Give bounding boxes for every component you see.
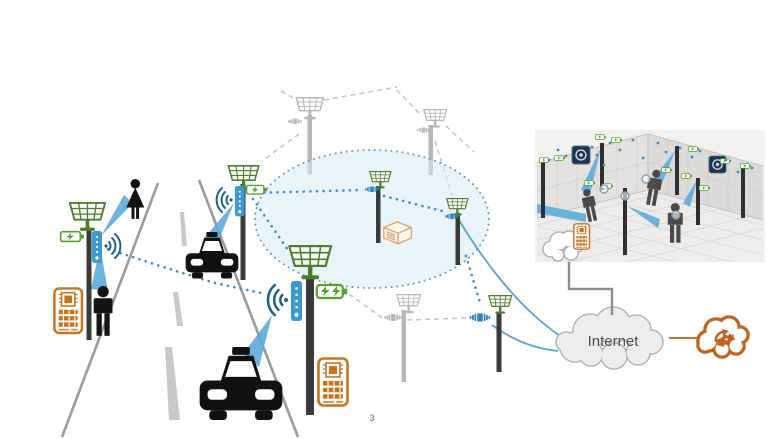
- mesh-pole-east: [445, 197, 469, 265]
- smart-pole-median: [215, 165, 268, 280]
- solar-panel-icon: [488, 295, 513, 315]
- wifi-waves-icon: [103, 233, 122, 259]
- mesh-pole-center: [365, 170, 392, 243]
- faded-antenna-icon: [417, 127, 431, 133]
- faded-solar-panel-icon: [295, 97, 325, 121]
- antenna-node-icon: [469, 313, 491, 322]
- motion-icons: [599, 174, 681, 220]
- wifi-sensor: [92, 231, 102, 263]
- internet-label: Internet: [588, 333, 640, 350]
- faded-antenna-icon: [384, 313, 402, 321]
- battery-icon: [315, 283, 349, 300]
- page-number: 3: [369, 413, 374, 423]
- pedestrian-woman: [126, 179, 145, 219]
- battery-icon: [245, 184, 268, 195]
- faded-antenna-icon: [288, 118, 303, 125]
- taxi-near: [185, 232, 239, 279]
- mesh-pole-south: [469, 295, 513, 372]
- inset-to-internet-link: [567, 259, 614, 315]
- wall-target-icon: [571, 145, 591, 165]
- wifi-sensor: [291, 281, 302, 321]
- faded-pole: [401, 310, 406, 382]
- pole: [306, 278, 314, 415]
- processor-board-icon: [317, 357, 349, 407]
- wifi-waves-icon: [266, 283, 290, 317]
- solar-panel-icon: [68, 201, 107, 232]
- lane-markings: [165, 212, 187, 420]
- faded-solar-panel-icon: [423, 108, 448, 129]
- mesh-links: [106, 188, 483, 308]
- edge-processor-icon: [573, 223, 591, 250]
- battery-icon: [59, 230, 85, 243]
- indoor-inset: [535, 130, 765, 262]
- sync-icon: [714, 329, 732, 347]
- processor-board-icon: [53, 287, 84, 335]
- faded-pole: [307, 115, 312, 174]
- pole: [455, 213, 460, 265]
- smart-pole-left: [53, 201, 122, 340]
- wireless-coverage-ellipse: [254, 149, 490, 289]
- pole: [496, 312, 502, 372]
- internet-cloud: Internet: [555, 306, 664, 370]
- pole: [240, 184, 246, 280]
- wifi-sensor: [235, 186, 245, 217]
- cloud-sync: [696, 315, 750, 359]
- edge-cloud: [542, 223, 591, 262]
- pole: [376, 186, 381, 243]
- smart-pole-roadside: [266, 245, 349, 415]
- faded-pole: [428, 125, 433, 175]
- pole: [86, 230, 92, 340]
- inset-sensor-dots: [547, 138, 754, 174]
- taxi-far: [199, 347, 283, 421]
- faded-solar-panel-icon: [396, 293, 422, 314]
